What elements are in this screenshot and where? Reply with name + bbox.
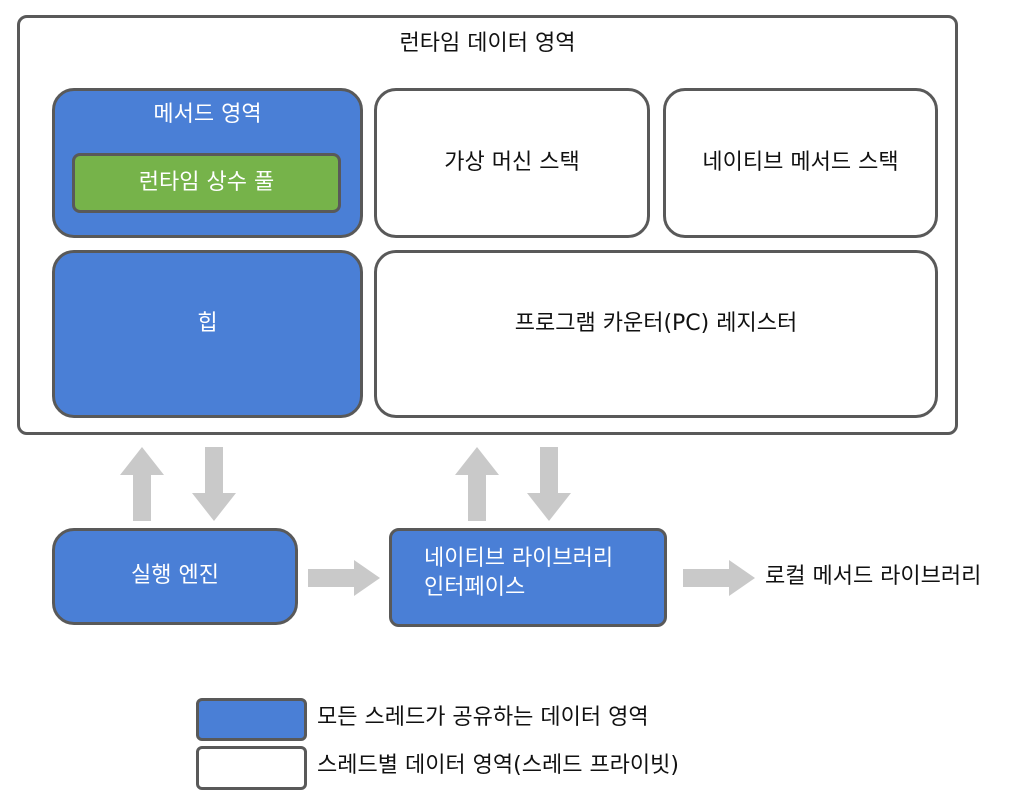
arrow-down-right [527,447,571,521]
heap: 힙 [52,250,363,418]
arrow-down-left [192,447,236,521]
local-method-library: 로컬 메서드 라이브러리 [765,564,982,589]
method-area-label: 메서드 영역 [153,102,262,127]
runtime-data-area-title: 런타임 데이터 영역 [399,31,576,56]
arrow-up-right [455,447,499,521]
legend-shared-label: 모든 스레드가 공유하는 데이터 영역 [317,705,649,730]
native-method-stack: 네이티브 메서드 스택 [663,88,938,238]
legend-shared-swatch [196,698,307,741]
arrow-up-left [120,447,164,521]
execution-engine: 실행 엔진 [52,528,298,625]
runtime-constant-pool: 런타임 상수 풀 [72,153,341,213]
arrow-engine-to-interface [308,560,380,596]
native-interface-line2: 인터페이스 [424,574,526,600]
native-library-interface: 네이티브 라이브러리 인터페이스 [389,528,667,627]
pc-register: 프로그램 카운터(PC) 레지스터 [374,250,938,418]
legend-private-swatch [196,746,307,790]
arrow-interface-to-library [683,560,755,596]
legend-private-label: 스레드별 데이터 영역(스레드 프라이빗) [317,753,679,778]
native-interface-line1: 네이티브 라이브러리 [424,546,614,571]
vm-stack: 가상 머신 스택 [374,88,650,238]
